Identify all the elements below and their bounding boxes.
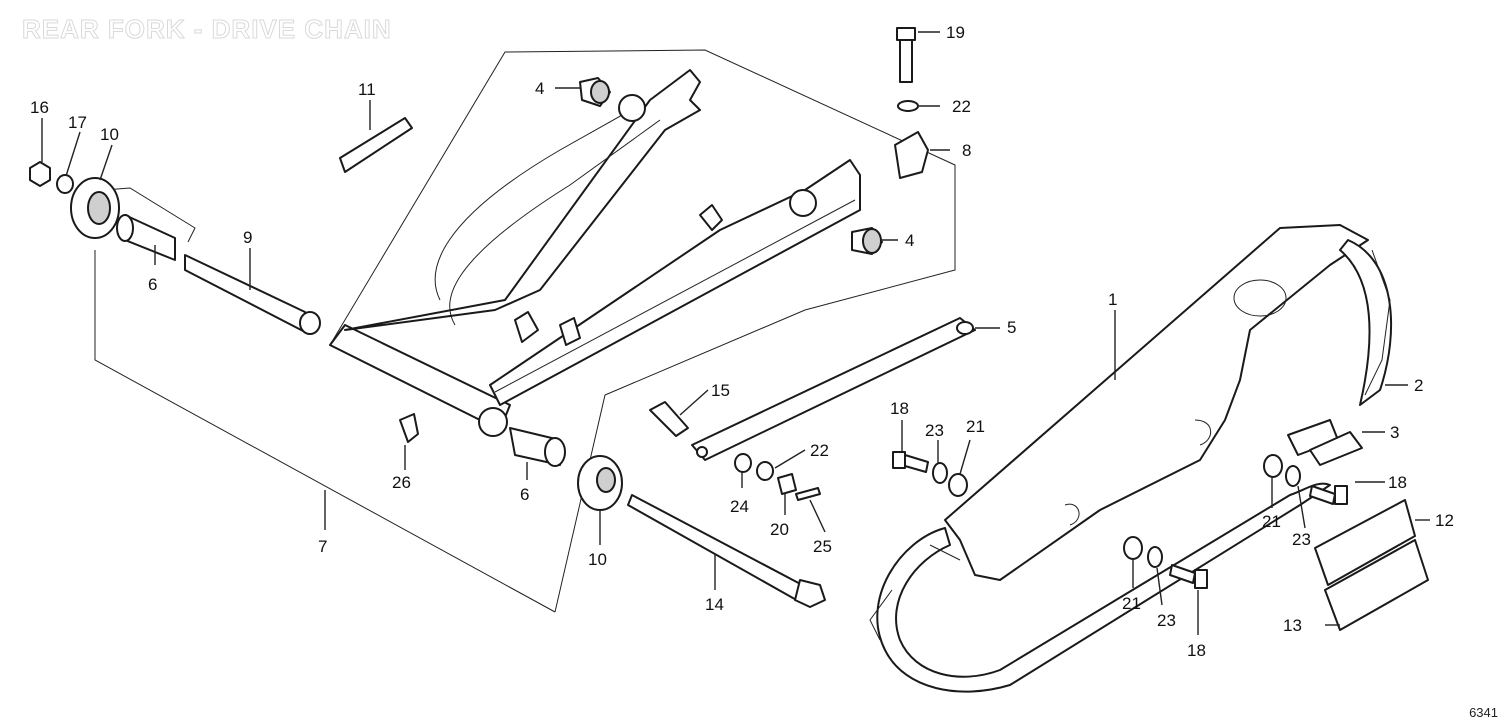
part-11-label: [339, 117, 413, 173]
part-7-rear-fork: [329, 69, 861, 437]
callout-14: 14: [705, 595, 724, 614]
callout-3: 3: [1390, 423, 1399, 442]
callout-5: 5: [1007, 318, 1016, 337]
part-23-washer-upper: [932, 462, 948, 484]
part-15-plug: [649, 401, 689, 437]
part-23-washer-lower: [1147, 546, 1163, 568]
callout-6-left: 6: [148, 275, 157, 294]
part-12-caution-label: [1314, 499, 1416, 586]
callout-16: 16: [30, 98, 49, 117]
callout-23-lower: 23: [1157, 611, 1176, 630]
callout-labels: 16 17 10 6 9 11 4 4 19 22 8 5 15 26 6 10…: [30, 23, 1454, 660]
part-2-drive-chain: [869, 239, 1393, 693]
callout-20: 20: [770, 520, 789, 539]
part-5-chain-adjuster-plate: [691, 317, 976, 461]
part-4-bush-upper: [579, 77, 611, 107]
leader-lines: [41, 31, 1430, 635]
part-18-bolt-right: [1309, 485, 1348, 505]
callout-18-lower: 18: [1187, 641, 1206, 660]
part-18-bolt-upper: [892, 451, 929, 473]
callout-4-lower: 4: [905, 231, 914, 250]
part-1-chain-case: [944, 224, 1369, 581]
part-6-collar-right: [509, 427, 566, 467]
callout-1: 1: [1108, 290, 1117, 309]
callout-11: 11: [358, 80, 376, 99]
diagram-title: REAR FORK - DRIVE CHAIN: [22, 14, 392, 45]
callout-13: 13: [1283, 616, 1302, 635]
part-4-bush-lower: [851, 227, 883, 255]
callout-18-upper: 18: [890, 399, 909, 418]
part-8-chain-guide: [894, 131, 929, 179]
callout-17: 17: [68, 113, 87, 132]
callout-21-right: 21: [1262, 512, 1281, 531]
callout-9: 9: [243, 228, 252, 247]
callout-8: 8: [962, 141, 971, 160]
callout-23-right: 23: [1292, 530, 1311, 549]
part-19-bolt: [896, 27, 916, 83]
part-26-grease-fitting: [399, 413, 419, 443]
part-6-collar-left: [116, 214, 176, 261]
part-23-washer-right: [1285, 465, 1301, 487]
part-14-axle-bolt: [627, 494, 826, 608]
part-10-bearing-right: [577, 455, 623, 511]
callout-26: 26: [392, 473, 411, 492]
callout-21-upper: 21: [966, 417, 985, 436]
callout-22: 22: [810, 441, 829, 460]
callout-12: 12: [1435, 511, 1454, 530]
callout-6-right: 6: [520, 485, 529, 504]
part-24-washer: [734, 453, 752, 473]
callout-10-right: 10: [588, 550, 607, 569]
part-21-collar-lower: [1123, 536, 1143, 560]
part-25-pin: [795, 487, 821, 501]
part-22-washer: [756, 461, 774, 481]
callout-19: 19: [946, 23, 965, 42]
callout-24: 24: [730, 497, 749, 516]
callout-2: 2: [1414, 376, 1423, 395]
part-9-pivot-bolt: [184, 254, 321, 335]
part-21-collar-right: [1263, 454, 1283, 478]
part-10-bearing-left: [70, 177, 120, 239]
callout-25: 25: [813, 537, 832, 556]
part-22-washer-top: [897, 100, 919, 112]
part-21-collar-upper: [948, 473, 968, 497]
callout-10-left: 10: [100, 125, 119, 144]
diagram-code: 6341: [1469, 705, 1498, 720]
callout-18-right: 18: [1388, 473, 1407, 492]
callout-4-upper: 4: [535, 79, 544, 98]
assembly-frame-lines: [94, 49, 956, 613]
part-17-washer: [56, 174, 74, 194]
callout-22-top: 22: [952, 97, 971, 116]
part-20-nut: [777, 473, 797, 495]
callout-23-upper: 23: [925, 421, 944, 440]
part-13-chain-label: [1324, 539, 1429, 631]
part-3-master-link: [1287, 419, 1363, 466]
part-18-bolt-lower: [1169, 564, 1208, 589]
callout-7: 7: [318, 537, 327, 556]
callout-21-lower: 21: [1122, 594, 1141, 613]
part-16-nut: [29, 161, 51, 187]
callout-15: 15: [711, 381, 730, 400]
